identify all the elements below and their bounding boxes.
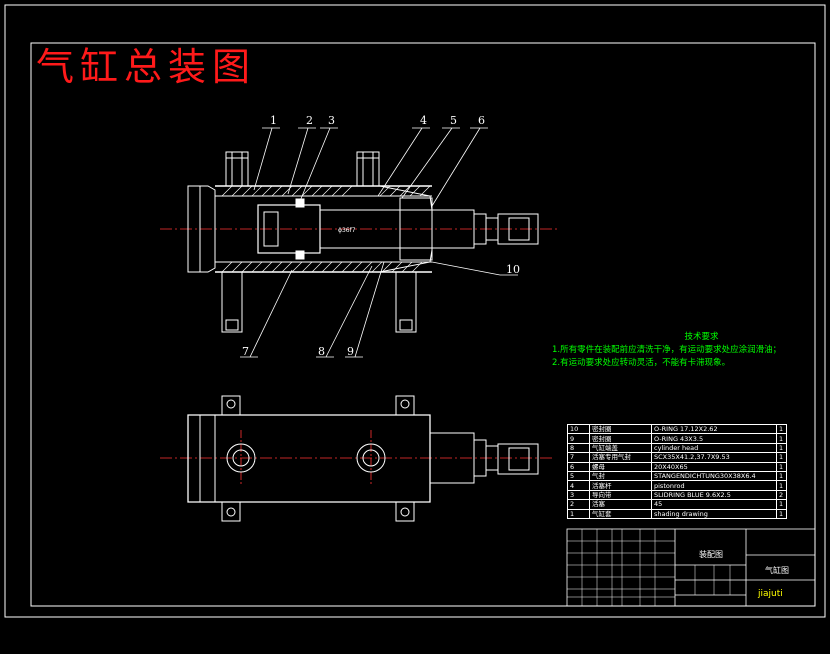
bom-cell-qty: 1 [776,452,787,463]
bom-cell-qty: 1 [776,508,787,519]
bom-cell-spec: SLIDRING BLUE 9.6X2.5 [651,489,777,501]
front-view [160,395,555,522]
outer-frame [4,4,826,618]
bom-cell-spec: 45 [651,499,777,510]
tech-req-item-2: 2.有运动要求处应转动灵活，不能有卡滞现象。 [552,358,731,368]
section-view: ϕ36f7 [160,151,558,333]
bom-cell-spec: 20X40X65 [651,461,777,472]
bom-cell-no: 5 [567,470,590,482]
balloon-4: 4 [420,114,427,127]
bom-cell-no: 8 [567,442,590,454]
bom-cell-qty: 1 [776,423,787,435]
bom-cell-name: 活塞杆 [589,480,652,491]
drawing-type-label: 装配图 [699,550,723,559]
bom-cell-name: 密封圈 [589,423,652,435]
balloon-8: 8 [318,345,325,358]
balloon-9: 9 [347,345,354,358]
bom-cell-qty: 1 [776,499,787,510]
leader-lines [240,127,518,358]
balloon-10: 10 [506,263,520,276]
bom-cell-name: 螺母 [589,461,652,472]
bom-cell-name: 气缸套 [589,508,652,519]
bom-cell-name: 气缸端盖 [589,442,652,454]
bom-cell-name: 密封圈 [589,433,652,444]
balloon-1: 1 [270,114,277,127]
bom-cell-spec: pistonrod [651,480,777,491]
bom-cell-no: 7 [567,452,590,463]
bom-cell-spec: O-RING 17.12X2.62 [651,423,777,435]
drawing-title: 气缸总装图 [36,45,257,89]
balloon-7: 7 [242,345,249,358]
balloon-2: 2 [306,114,313,127]
inner-frame [30,42,816,607]
bom-cell-spec: cylinder head [651,442,777,454]
title-block [566,528,816,607]
bom-cell-qty: 1 [776,480,787,491]
bom-cell-no: 4 [567,480,590,491]
bom-cell-qty: 1 [776,461,787,472]
bom-cell-no: 10 [567,423,590,435]
balloon-3: 3 [328,114,335,127]
svg-text:ϕ36f7: ϕ36f7 [338,227,356,234]
bom-cell-no: 9 [567,433,590,444]
brand-label: jiajuti [758,589,783,599]
bom-cell-spec: shading drawing [651,508,777,519]
bom-cell-spec: STANGENDICHTUNG30X38X6.4 [651,470,777,482]
bom-cell-qty: 1 [776,433,787,444]
bom-cell-no: 3 [567,489,590,501]
bom-cell-spec: SCX35X41.2,37.7X9.53 [651,452,777,463]
technical-requirements: 技术要求 1.所有零件在装配前应清洗干净，有运动要求处应涂润滑油； 2.有运动要… [552,331,781,370]
bom-cell-qty: 1 [776,442,787,454]
tech-req-item-1: 1.所有零件在装配前应清洗干净，有运动要求处应涂润滑油； [552,345,782,355]
bom-cell-no: 6 [567,461,590,472]
bom-cell-qty: 2 [776,489,787,501]
tech-req-heading: 技术要求 [684,332,719,342]
balloon-6: 6 [478,114,485,127]
bom-cell-no: 2 [567,499,590,510]
balloon-labels: 1 2 3 4 5 6 7 8 9 10 [242,114,520,358]
bom-cell-name: 活塞 [589,499,652,510]
bom-cell-name: 活塞专用气封 [589,452,652,463]
bom-cell-spec: O-RING 43X3.5 [651,433,777,444]
bom-cell-no: 1 [567,508,590,519]
bom-cell-name: 导向带 [589,489,652,501]
part-name-label: 气缸图 [765,566,789,575]
bom-cell-qty: 1 [776,470,787,482]
bom-cell-name: 气封 [589,470,652,482]
balloon-5: 5 [450,114,457,127]
